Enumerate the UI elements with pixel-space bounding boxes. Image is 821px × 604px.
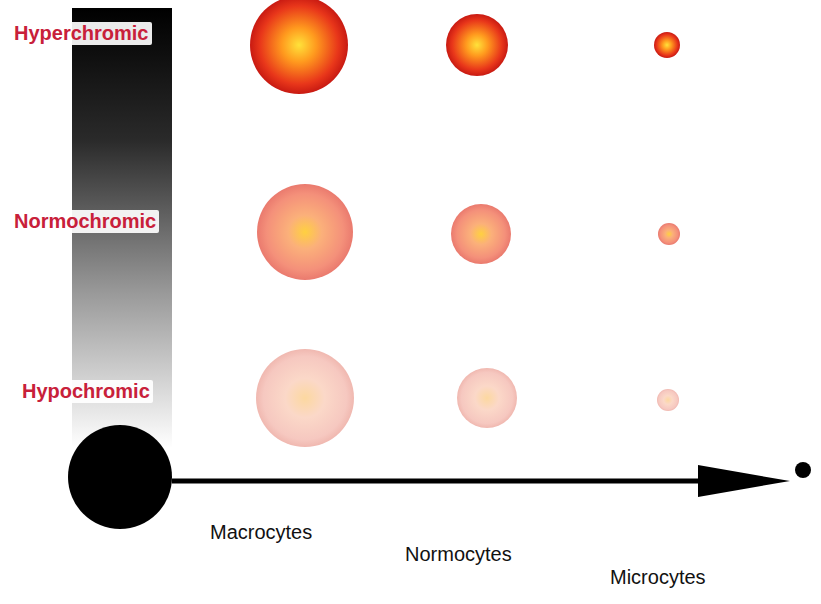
hyperchromic-macrocyte	[250, 0, 348, 94]
normochromic-microcyte	[658, 223, 680, 245]
hyperchromic-microcyte	[654, 32, 680, 58]
chromia-label: Hypochromic	[19, 380, 153, 403]
hypochromic-macrocyte	[256, 349, 354, 447]
size-label: Macrocytes	[210, 521, 312, 544]
normochromic-macrocyte	[257, 184, 353, 280]
size-axis	[172, 479, 710, 484]
size-label: Normocytes	[405, 543, 512, 566]
large-size-dot	[68, 425, 172, 529]
small-size-dot	[795, 462, 811, 478]
normochromic-normocyte	[451, 204, 511, 264]
hypochromic-normocyte	[457, 368, 517, 428]
chromia-label: Hyperchromic	[11, 22, 152, 45]
hyperchromic-normocyte	[446, 14, 508, 76]
chromia-label: Normochromic	[11, 210, 159, 233]
hypochromic-microcyte	[657, 389, 679, 411]
size-label: Microcytes	[610, 566, 706, 589]
axis-arrowhead	[698, 465, 790, 497]
